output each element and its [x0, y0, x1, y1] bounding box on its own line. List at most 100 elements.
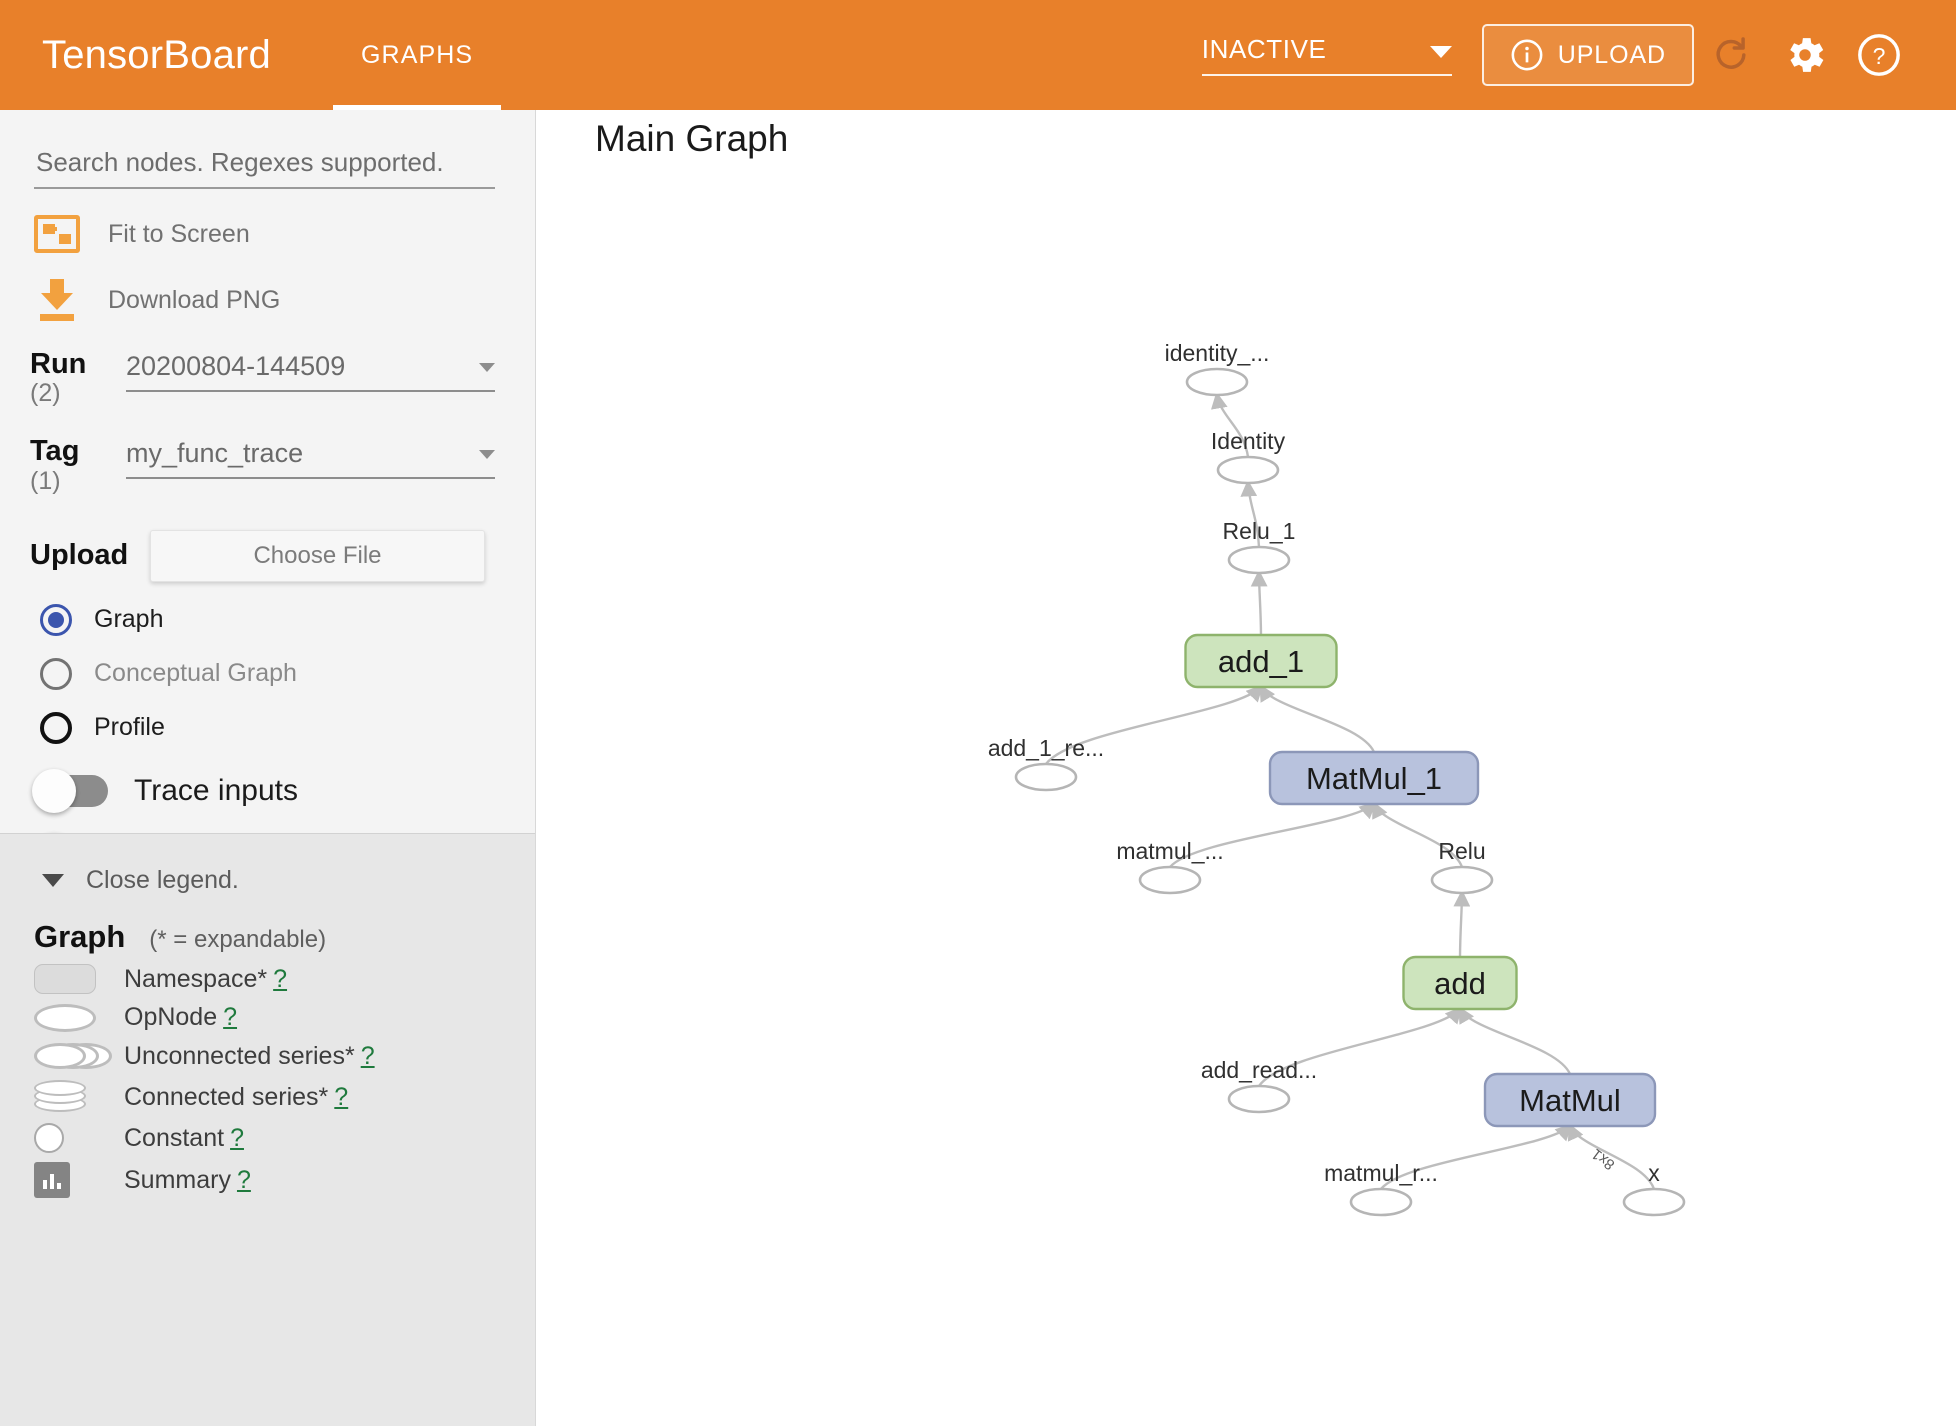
- node-label: add: [1434, 966, 1486, 1001]
- op-node-shape: [1014, 762, 1078, 792]
- download-icon: [34, 279, 80, 321]
- sidebar: Fit to Screen Download PNG Run (2) 20200…: [0, 110, 536, 1426]
- op-node-shape: [1185, 367, 1249, 397]
- upload-field: Upload Choose File: [30, 529, 535, 582]
- chevron-down-icon: [479, 450, 495, 460]
- constant-swatch-icon: [34, 1123, 124, 1153]
- toggle-trace-inputs-switch[interactable]: [32, 768, 108, 813]
- graph-svg[interactable]: 8x1 identity_...IdentityRelu_1add_1add_1…: [537, 110, 1956, 1426]
- refresh-button[interactable]: [1694, 18, 1768, 92]
- graph-node-add_1_read[interactable]: add_1_re...: [988, 735, 1104, 792]
- settings-button[interactable]: [1768, 18, 1842, 92]
- legend-item-unconnected-series: Unconnected series* ?: [34, 1041, 535, 1071]
- op-node-shape: [1227, 545, 1291, 575]
- upload-label: Upload: [30, 539, 129, 572]
- search-box[interactable]: [34, 146, 495, 189]
- radio-conceptual-graph[interactable]: Conceptual Graph: [40, 657, 535, 690]
- graph-edge: [1453, 889, 1471, 958]
- tag-select[interactable]: my_func_trace: [126, 436, 495, 480]
- legend-subtitle: (* = expandable): [149, 926, 327, 953]
- graph-node-add[interactable]: add: [1402, 955, 1518, 1011]
- help-link-icon[interactable]: ?: [273, 964, 288, 993]
- node-label: add_1_re...: [988, 735, 1104, 761]
- help-link-icon[interactable]: ?: [223, 1003, 238, 1031]
- graph-edge: [1240, 479, 1261, 548]
- help-link-icon[interactable]: ?: [334, 1082, 349, 1111]
- graph-node-MatMul_1[interactable]: MatMul_1: [1268, 750, 1480, 806]
- close-legend-button[interactable]: Close legend.: [42, 866, 535, 895]
- graph-node-x[interactable]: x: [1622, 1160, 1686, 1217]
- legend-item-label: Connected series*: [124, 1082, 329, 1111]
- graph-edge: [1045, 684, 1264, 765]
- opnode-swatch-icon: [34, 1003, 124, 1032]
- op-node-shape: [1349, 1187, 1413, 1217]
- legend-item-summary: Summary ?: [34, 1162, 535, 1198]
- graph-node-Relu_1[interactable]: Relu_1: [1223, 518, 1296, 575]
- legend-item-label: OpNode: [124, 1003, 218, 1031]
- help-link-icon[interactable]: ?: [230, 1123, 244, 1152]
- graph-edge: [1380, 1123, 1573, 1190]
- fit-to-screen-icon: [34, 215, 80, 253]
- chevron-down-icon: [42, 874, 64, 887]
- run-status-value: INACTIVE: [1201, 34, 1327, 64]
- run-label-count: (2): [30, 379, 61, 408]
- run-status-select[interactable]: INACTIVE: [1201, 34, 1452, 76]
- graph-node-MatMul[interactable]: MatMul: [1483, 1072, 1657, 1128]
- node-label: MatMul: [1519, 1083, 1621, 1118]
- graph-node-Identity[interactable]: Identity: [1211, 428, 1286, 485]
- tag-label: Tag (1): [30, 436, 126, 495]
- upload-button[interactable]: UPLOAD: [1481, 24, 1694, 86]
- unconnected-series-swatch-icon: [34, 1041, 124, 1071]
- run-select[interactable]: 20200804-144509: [126, 349, 495, 392]
- tab-graphs[interactable]: GRAPHS: [333, 0, 502, 110]
- toggle-trace-inputs-label: Trace inputs: [134, 773, 298, 807]
- search-input[interactable]: [34, 146, 495, 179]
- node-label: Relu_1: [1223, 518, 1296, 544]
- namespace-node-shape: [1483, 1072, 1657, 1128]
- graph-node-matmul_read_1[interactable]: matmul_...: [1116, 838, 1224, 895]
- node-label: Relu: [1438, 838, 1485, 864]
- radio-profile[interactable]: Profile: [40, 711, 535, 744]
- app-brand: TensorBoard: [42, 32, 271, 77]
- namespace-node-shape: [1184, 633, 1338, 689]
- graph-node-identity_out[interactable]: identity_...: [1165, 340, 1270, 397]
- node-label: identity_...: [1165, 340, 1270, 366]
- app-header: TensorBoard GRAPHS INACTIVE UPLOAD: [0, 0, 1956, 110]
- page-title: Main Graph: [595, 118, 789, 159]
- tab-graphs-label: GRAPHS: [361, 40, 474, 69]
- op-node-shape: [1622, 1187, 1686, 1217]
- chevron-down-icon: [479, 363, 495, 372]
- node-label: matmul_...: [1116, 838, 1223, 864]
- graph-edge: [1258, 1006, 1463, 1087]
- op-node-shape: [1216, 455, 1280, 485]
- legend-item-label: Constant: [124, 1123, 225, 1152]
- run-label: Run (2): [30, 349, 126, 408]
- graph-node-add_read[interactable]: add_read...: [1201, 1057, 1317, 1114]
- chevron-down-icon: [1429, 46, 1452, 58]
- radio-conceptual-graph-label: Conceptual Graph: [94, 659, 297, 688]
- toggle-trace-inputs[interactable]: Trace inputs: [32, 768, 535, 813]
- choose-file-button[interactable]: Choose File: [150, 529, 485, 582]
- download-png-button[interactable]: Download PNG: [34, 279, 535, 321]
- graph-node-add_1[interactable]: add_1: [1184, 633, 1338, 689]
- graph-edge: [1211, 391, 1250, 458]
- graph-node-Relu[interactable]: Relu: [1430, 838, 1494, 895]
- graph-node-matmul_read[interactable]: matmul_r...: [1324, 1160, 1438, 1217]
- legend-item-namespace: Namespace* ?: [34, 964, 535, 994]
- graph-edge: [1250, 569, 1268, 636]
- graph-edge: [1372, 800, 1464, 868]
- help-link-icon[interactable]: ?: [236, 1165, 251, 1194]
- namespace-node-shape: [1268, 750, 1480, 806]
- fit-to-screen-button[interactable]: Fit to Screen: [34, 215, 535, 253]
- svg-text:?: ?: [1873, 43, 1886, 69]
- graph-edge: [1458, 1006, 1572, 1075]
- run-select-value: 20200804-144509: [126, 351, 346, 381]
- tag-select-value: my_func_trace: [126, 438, 304, 469]
- radio-graph[interactable]: Graph: [40, 603, 535, 636]
- node-label: Identity: [1211, 428, 1286, 454]
- node-label: x: [1648, 1160, 1660, 1186]
- help-link-icon[interactable]: ?: [360, 1041, 375, 1070]
- help-button[interactable]: ?: [1842, 18, 1916, 92]
